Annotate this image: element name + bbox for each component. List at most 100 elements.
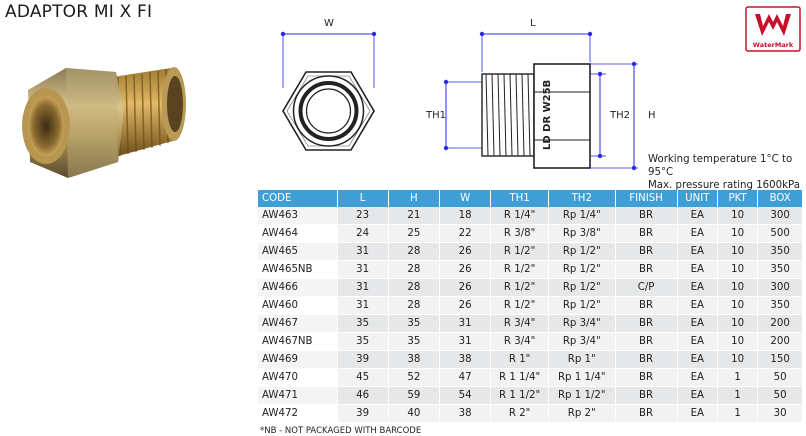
table-cell: R 1/4" [490,207,549,225]
table-cell: 10 [716,224,758,243]
pressure-note: Max. pressure rating 1600kPa [648,180,800,191]
table-cell: 31 [336,260,389,279]
table-cell: 31 [336,278,389,297]
table-cell: Rp 3/4" [548,314,615,333]
table-cell: 350 [757,260,802,279]
specification-notes: Working temperature 1°C to 95°C Max. pre… [648,153,806,192]
table-cell: 35 [387,314,440,333]
table-cell: 39 [336,350,389,369]
table-cell: R 1 1/4" [490,368,549,387]
table-cell: 46 [336,386,389,405]
table-cell: 26 [438,260,491,279]
table-cell: AW463 [258,207,338,225]
table-cell: 300 [757,278,802,297]
table-cell: 200 [757,332,802,351]
table-cell: R 1/2" [490,242,549,261]
table-cell: 10 [716,207,758,225]
table-cell: BR [614,296,678,315]
dim-th2-label: TH2 [609,110,630,121]
table-cell: EA [676,386,718,405]
table-cell: AW465NB [258,260,338,279]
table-cell: EA [676,207,718,225]
column-header: H [387,190,440,207]
table-cell: 10 [716,278,758,297]
table-cell: Rp 2" [548,404,615,423]
table-cell: 24 [336,224,389,243]
table-cell: 28 [387,242,440,261]
table-cell: 10 [716,350,758,369]
table-cell: 31 [438,332,491,351]
table-cell: BR [614,224,678,243]
table-cell: R 3/8" [490,224,549,243]
side-view: L TH1 LD DR W25B [425,18,656,171]
page-title: ADAPTOR MI X FI [5,2,153,22]
table-cell: R 1 1/2" [490,386,549,405]
table-cell: 40 [387,404,440,423]
table-cell: R 1/2" [490,260,549,279]
table-cell: EA [676,332,718,351]
column-header: CODE [258,190,338,207]
table-cell: R 2" [490,404,549,423]
column-header: BOX [757,190,802,207]
table-cell: Rp 1" [548,350,615,369]
table-cell: 10 [716,260,758,279]
table-cell: Rp 1/2" [548,278,615,297]
table-cell: 350 [757,296,802,315]
table-cell: 31 [336,242,389,261]
table-cell: AW467NB [258,332,338,351]
table-cell: EA [676,368,718,387]
table-cell: 200 [757,314,802,333]
table-cell: EA [676,242,718,261]
dim-w-label: W [324,18,334,29]
product-photo [22,67,186,178]
table-cell: BR [614,332,678,351]
table-cell: BR [614,242,678,261]
table-cell: 26 [438,278,491,297]
table-cell: 28 [387,278,440,297]
table-cell: BR [614,386,678,405]
table-cell: Rp 1/2" [548,242,615,261]
table-cell: 10 [716,296,758,315]
table-cell: 26 [438,242,491,261]
table-cell: EA [676,260,718,279]
table-cell: 50 [757,386,802,405]
table-cell: BR [614,404,678,423]
table-cell: 1 [716,404,758,423]
column-header: FINISH [614,190,678,207]
table-cell: AW464 [258,224,338,243]
technical-drawing: W L TH1 [280,18,656,171]
table-cell: 50 [757,368,802,387]
table-cell: 23 [336,207,389,225]
table-cell: EA [676,404,718,423]
table-cell: 28 [387,260,440,279]
table-cell: 18 [438,207,491,225]
table-cell: AW470 [258,368,338,387]
dim-th1-label: TH1 [425,110,446,121]
table-cell: EA [676,224,718,243]
table-cell: 300 [757,207,802,225]
table-cell: 45 [336,368,389,387]
body-marking: LD DR W25B [542,80,553,150]
column-header: UNIT [676,190,718,207]
table-cell: 47 [438,368,491,387]
table-cell: BR [614,350,678,369]
dim-l-label: L [530,18,536,29]
column-header: W [438,190,491,207]
table-cell: Rp 1 1/2" [548,386,615,405]
table-cell: 150 [757,350,802,369]
column-header: L [336,190,389,207]
table-cell: 1 [716,386,758,405]
table-cell: 39 [336,404,389,423]
table-cell: 35 [336,332,389,351]
table-cell: 21 [387,207,440,225]
table-cell: AW472 [258,404,338,423]
table-cell: AW465 [258,242,338,261]
table-cell: Rp 1/2" [548,296,615,315]
